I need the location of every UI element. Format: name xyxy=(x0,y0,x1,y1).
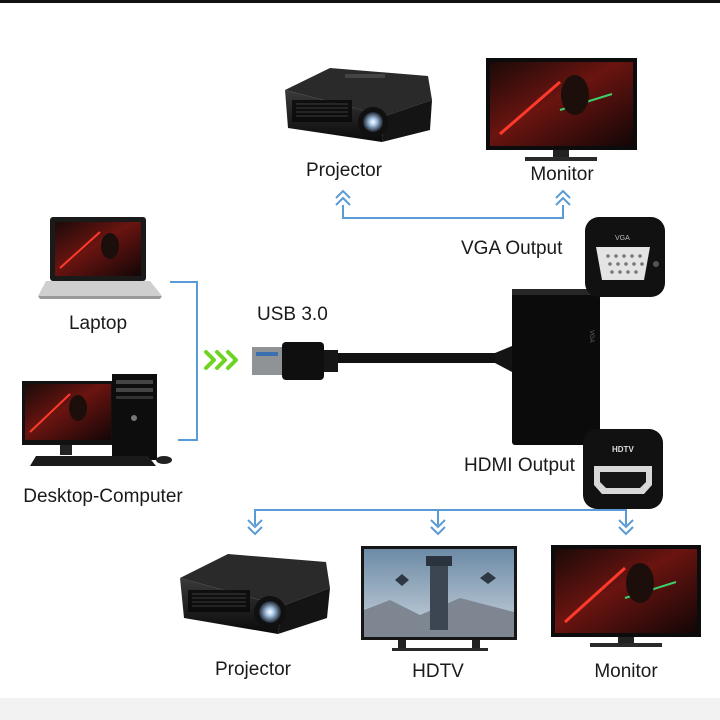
projector-bottom-image xyxy=(180,554,330,634)
laptop-image xyxy=(38,217,162,299)
vga-inset-text: VGA xyxy=(615,235,630,242)
hdmi-port-icon xyxy=(583,429,663,509)
hdmi-arrows xyxy=(247,519,634,536)
monitor-top-image xyxy=(486,58,637,161)
up-arrow-monitor xyxy=(555,189,571,206)
down-arrow-hdtv xyxy=(430,519,446,536)
hdmi-inset-text: HDTV xyxy=(612,445,634,454)
hdmi-distribution-line xyxy=(254,509,627,525)
hdmi-output-label: HDMI Output xyxy=(464,455,575,476)
projector-top-label: Projector xyxy=(305,160,383,181)
green-arrow-icon xyxy=(204,350,238,370)
laptop-label: Laptop xyxy=(68,313,128,334)
monitor-bottom-label: Monitor xyxy=(594,661,658,682)
vga-arrows xyxy=(335,189,571,206)
usb-label: USB 3.0 xyxy=(257,304,328,325)
bottom-strip xyxy=(0,698,720,720)
down-arrow-projector xyxy=(247,519,263,536)
connection-lines xyxy=(170,205,627,525)
projector-top-image xyxy=(285,68,432,142)
up-arrow-projector xyxy=(335,189,351,206)
desktop-computer-label: Desktop-Computer xyxy=(23,486,183,507)
projector-bottom-label: Projector xyxy=(214,659,292,680)
hdtv-label: HDTV xyxy=(412,661,464,682)
vga-distribution-line xyxy=(342,205,564,219)
adapter-vga-text: VGA xyxy=(588,330,594,343)
hdtv-image xyxy=(361,546,517,651)
input-bracket-line xyxy=(170,281,198,441)
vga-port-icon xyxy=(585,217,665,297)
usb-adapter-image xyxy=(252,289,600,445)
monitor-top-label: Monitor xyxy=(530,164,594,185)
top-border xyxy=(0,0,720,3)
monitor-bottom-image xyxy=(551,545,701,647)
down-arrow-monitor xyxy=(618,519,634,536)
desktop-computer-image xyxy=(22,374,172,466)
vga-output-label: VGA Output xyxy=(461,238,563,259)
